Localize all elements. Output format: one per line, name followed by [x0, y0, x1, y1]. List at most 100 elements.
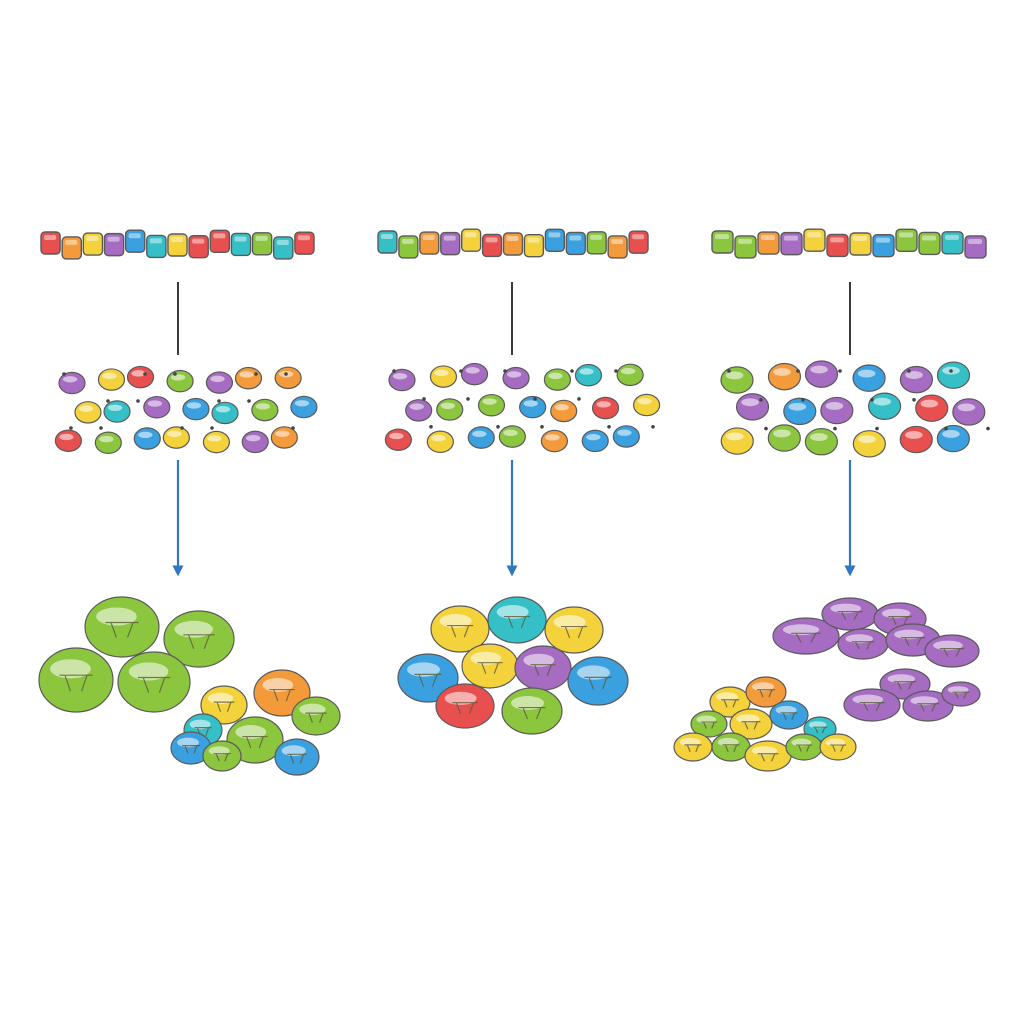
monomer-bead — [783, 397, 817, 426]
monomer-bead — [241, 430, 269, 454]
monomer-bead — [74, 401, 102, 424]
debris-dot — [944, 426, 948, 431]
residue-block — [628, 230, 649, 254]
subunit — [163, 610, 235, 668]
residue-block — [188, 234, 209, 259]
monomer-bead — [936, 361, 971, 389]
subunit — [902, 690, 954, 722]
subunit — [461, 643, 519, 689]
residue-block — [440, 231, 461, 256]
monomer-bead — [274, 366, 302, 390]
monomer-bead — [720, 366, 754, 394]
monomer-bead — [502, 366, 530, 390]
debris-dot — [833, 426, 837, 431]
monomer-bead — [182, 397, 210, 421]
subunit — [274, 738, 320, 776]
subunit — [785, 733, 823, 761]
residue-block — [103, 232, 125, 257]
residue-block — [209, 229, 231, 254]
monomer-bead — [211, 401, 239, 425]
monomer-bead — [94, 431, 122, 455]
subunit — [711, 732, 751, 762]
monomer-bead — [202, 430, 231, 454]
monomer-bead — [162, 426, 190, 449]
debris-dot — [875, 426, 879, 431]
subunit — [941, 681, 981, 707]
monomer-bead — [133, 427, 161, 450]
monomer-bead — [166, 369, 194, 393]
debris-dot — [759, 398, 763, 402]
residue-block — [167, 233, 188, 257]
subunit — [117, 651, 191, 713]
monomer-bead — [460, 362, 489, 386]
monomer-bead — [290, 395, 318, 419]
debris-dot — [838, 369, 842, 373]
debris-dot — [254, 372, 258, 376]
subunit — [729, 708, 773, 740]
residue-block — [586, 231, 607, 255]
residue-block — [398, 235, 419, 259]
monomer-bead — [720, 427, 754, 455]
subunit — [769, 700, 809, 730]
debris-dot — [291, 426, 295, 430]
monomer-bead — [550, 399, 578, 423]
subunit — [38, 647, 114, 713]
debris-dot — [570, 369, 574, 373]
debris-dot — [503, 369, 507, 373]
monomer-bead — [143, 395, 171, 419]
subunit — [202, 740, 242, 772]
debris-dot — [949, 369, 953, 373]
subunit — [673, 732, 713, 762]
debris-dot — [69, 426, 73, 430]
residue-block — [230, 232, 252, 257]
monomer-bead — [467, 426, 495, 449]
subunit — [544, 606, 604, 654]
debris-dot — [392, 369, 396, 373]
debris-dot — [247, 399, 251, 403]
residue-block — [419, 231, 440, 255]
monomer-bead — [234, 366, 263, 390]
debris-dot — [986, 426, 990, 431]
subunit — [819, 733, 857, 761]
residue-block — [895, 228, 918, 253]
monomer-bead — [767, 424, 801, 452]
debris-dot — [577, 397, 581, 401]
subunit — [837, 628, 889, 660]
monomer-bead — [436, 398, 464, 421]
monomer-bead — [429, 365, 458, 388]
subunit — [226, 716, 284, 764]
debris-dot — [459, 369, 463, 373]
residue-block — [61, 236, 83, 260]
subunit — [821, 597, 879, 631]
subunit — [430, 605, 490, 653]
monomer-bead — [852, 364, 886, 392]
monomer-bead — [388, 368, 416, 392]
monomer-bead — [477, 393, 506, 417]
monomer-bead — [405, 399, 433, 422]
residue-block — [849, 232, 872, 256]
monomer-bead — [384, 428, 412, 451]
monomer-pool — [720, 360, 990, 458]
assembly — [673, 597, 981, 772]
debris-dot — [466, 397, 470, 401]
monomer-bead — [735, 393, 770, 421]
monomer-bead — [899, 425, 933, 454]
subunit — [514, 645, 572, 691]
panel-3 — [673, 228, 990, 772]
debris-dot — [614, 369, 618, 373]
residue-block — [294, 231, 315, 255]
subunit — [397, 653, 459, 703]
monomer-bead — [540, 429, 569, 453]
monomer-bead — [97, 368, 126, 391]
monomer-bead — [574, 363, 603, 387]
subunit — [84, 596, 160, 658]
residue-block — [460, 228, 482, 252]
panel-2 — [377, 228, 661, 735]
debris-dot — [429, 425, 433, 429]
debris-dot — [607, 425, 611, 429]
subunit — [170, 731, 212, 765]
debris-dot — [796, 369, 800, 373]
monomer-bead — [804, 360, 839, 388]
debris-dot — [533, 397, 537, 401]
assembly — [38, 596, 341, 776]
